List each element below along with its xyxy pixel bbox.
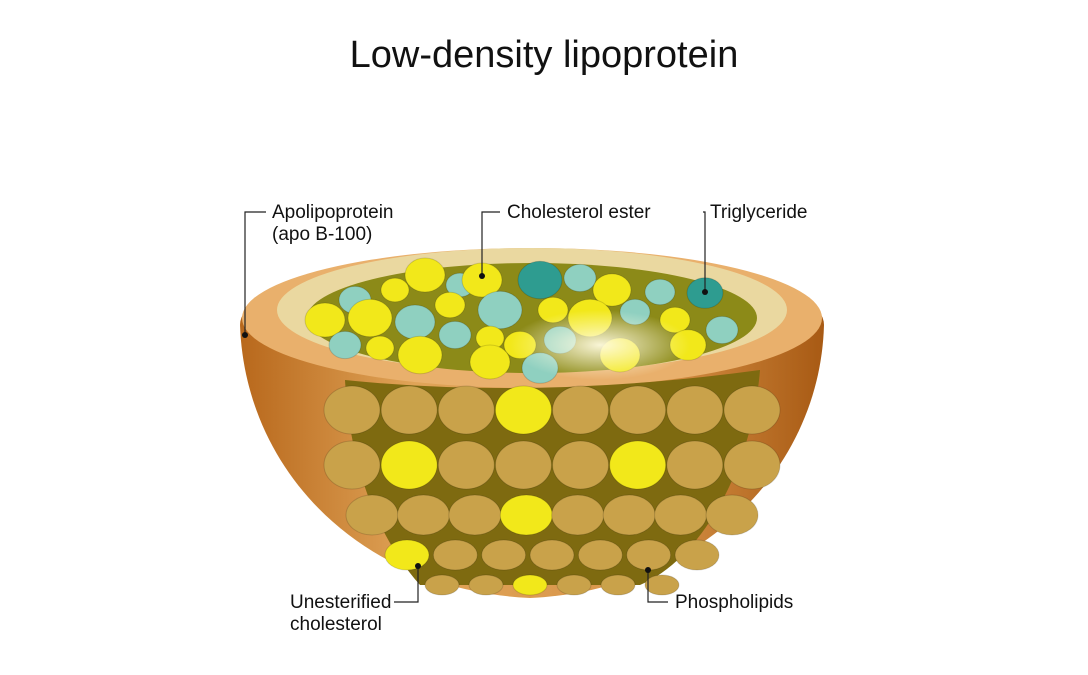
core-molecule bbox=[434, 291, 466, 319]
phospholipid bbox=[552, 385, 610, 435]
phospholipid bbox=[345, 494, 399, 536]
phospholipid bbox=[468, 574, 504, 596]
unesterified-cholesterol bbox=[609, 440, 667, 490]
leader-unesterified bbox=[394, 566, 419, 603]
leader-cholesterol-ester bbox=[481, 211, 500, 276]
unesterified-cholesterol bbox=[384, 539, 430, 571]
core-molecule bbox=[304, 302, 346, 338]
leader-phospholipids bbox=[647, 570, 668, 603]
label-cholesterol-ester: Cholesterol ester bbox=[507, 202, 651, 223]
label-triglyceride: Triglyceride bbox=[710, 202, 808, 223]
phospholipid bbox=[432, 539, 478, 571]
diagram-title: Low-density lipoprotein bbox=[349, 34, 739, 76]
phospholipid bbox=[626, 539, 672, 571]
label-line: cholesterol bbox=[290, 614, 382, 635]
core-molecule bbox=[644, 278, 676, 306]
label-line: (apo B-100) bbox=[272, 224, 373, 245]
label-line: Unesterified bbox=[290, 592, 392, 613]
phospholipid bbox=[494, 440, 552, 490]
phospholipid bbox=[323, 440, 381, 490]
unesterified-cholesterol bbox=[512, 574, 548, 596]
core-molecule bbox=[469, 344, 511, 380]
core-molecule bbox=[365, 335, 395, 361]
phospholipid bbox=[609, 385, 667, 435]
label-unesterified-cholesterol: Unesterified cholesterol bbox=[290, 592, 391, 636]
core-molecule bbox=[397, 335, 443, 375]
label-phospholipids: Phospholipids bbox=[675, 592, 794, 613]
core-molecule bbox=[328, 330, 362, 360]
phospholipid bbox=[396, 494, 450, 536]
phospholipid bbox=[577, 539, 623, 571]
label-apolipoprotein: Apolipoprotein (apo B-100) bbox=[272, 202, 393, 246]
core-glow bbox=[510, 310, 690, 380]
label-line: Apolipoprotein bbox=[272, 202, 394, 223]
leader-triglyceride bbox=[703, 211, 706, 292]
core-molecule bbox=[592, 273, 632, 307]
phospholipid bbox=[723, 385, 781, 435]
unesterified-cholesterol bbox=[499, 494, 553, 536]
core-molecule bbox=[477, 290, 523, 330]
phospholipid bbox=[437, 440, 495, 490]
phospholipid bbox=[602, 494, 656, 536]
phospholipid bbox=[666, 385, 724, 435]
phospholipid bbox=[380, 385, 438, 435]
core-molecule bbox=[563, 263, 597, 293]
phospholipid bbox=[529, 539, 575, 571]
phospholipid bbox=[723, 440, 781, 490]
phospholipid bbox=[556, 574, 592, 596]
core-molecule bbox=[705, 315, 739, 345]
phospholipid bbox=[644, 574, 680, 596]
core-molecule bbox=[394, 304, 436, 340]
cutaway-molecules bbox=[323, 385, 781, 596]
core-molecule bbox=[404, 257, 446, 293]
phospholipid bbox=[323, 385, 381, 435]
phospholipid bbox=[600, 574, 636, 596]
core-molecule bbox=[380, 277, 410, 303]
core-molecule bbox=[438, 320, 472, 350]
phospholipid bbox=[705, 494, 759, 536]
core-molecule bbox=[347, 298, 393, 338]
phospholipid bbox=[424, 574, 460, 596]
phospholipid bbox=[481, 539, 527, 571]
phospholipid bbox=[551, 494, 605, 536]
core-molecule bbox=[517, 260, 563, 300]
phospholipid bbox=[448, 494, 502, 536]
leader-apolipoprotein bbox=[244, 211, 266, 335]
phospholipid bbox=[654, 494, 708, 536]
phospholipid bbox=[666, 440, 724, 490]
phospholipid bbox=[552, 440, 610, 490]
phospholipid bbox=[674, 539, 720, 571]
unesterified-cholesterol bbox=[380, 440, 438, 490]
unesterified-cholesterol bbox=[494, 385, 552, 435]
phospholipid bbox=[437, 385, 495, 435]
